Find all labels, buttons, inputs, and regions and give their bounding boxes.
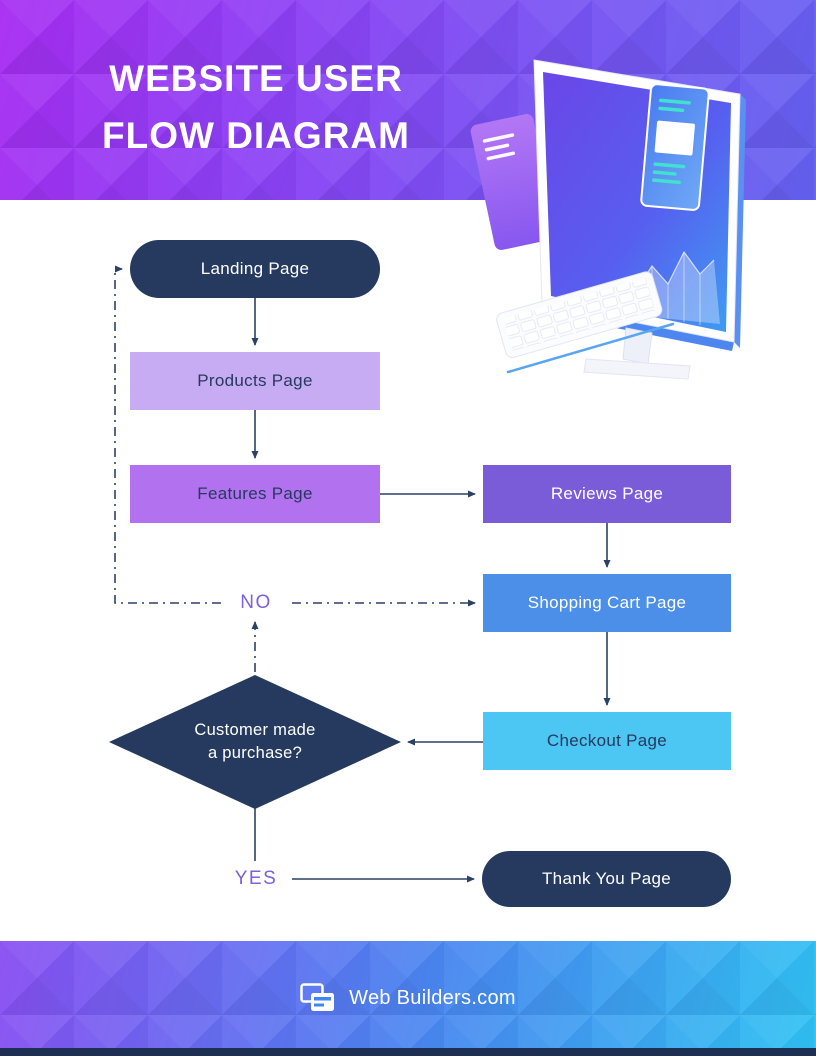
floating-card-purple [470, 114, 558, 250]
flow-node-checkout-page: Checkout Page [483, 712, 731, 770]
flow-node-label: Products Page [197, 371, 313, 390]
footer-triangle-pattern [0, 941, 816, 1056]
flow-node-label: Shopping Cart Page [527, 593, 687, 612]
footer-band: Web Builders.com [0, 941, 816, 1056]
keyboard [496, 271, 663, 358]
flow-node-label: Checkout Page [546, 731, 668, 750]
floating-card-blue [640, 83, 710, 211]
edge-label-no: NO [240, 592, 272, 613]
flow-node-label-line1: Customer made [194, 720, 316, 739]
page-title: WEBSITE USER FLOW DIAGRAM [62, 50, 450, 165]
flow-node-products-page: Products Page [130, 352, 380, 410]
computer-illustration [470, 59, 746, 380]
flow-node-label-line2: a purchase? [207, 744, 303, 762]
flow-node-label: Reviews Page [550, 484, 664, 503]
bottom-accent-strip [0, 1048, 816, 1056]
flow-node-label: Features Page [197, 484, 313, 503]
flow-node-thank-you-page: Thank You Page [482, 851, 731, 907]
web-builders-logo-icon [300, 983, 335, 1011]
flow-node-shopping-cart-page: Shopping Cart Page [483, 574, 731, 632]
flow-node-purchase-decision: Customer made a purchase? [109, 675, 401, 809]
brand-row: Web Builders.com [0, 983, 816, 1013]
page-title-line2: FLOW DIAGRAM [102, 115, 410, 157]
edge-label-yes: YES [234, 868, 278, 889]
flow-node-reviews-page: Reviews Page [483, 465, 731, 523]
flow-node-features-page: Features Page [130, 465, 380, 523]
brand-name: Web Builders.com [349, 986, 516, 1009]
flow-node-landing-page: Landing Page [130, 240, 380, 298]
page-title-line1: WEBSITE USER [109, 58, 403, 99]
flow-node-label: Thank You Page [542, 869, 671, 888]
flow-node-label: Landing Page [200, 259, 310, 278]
